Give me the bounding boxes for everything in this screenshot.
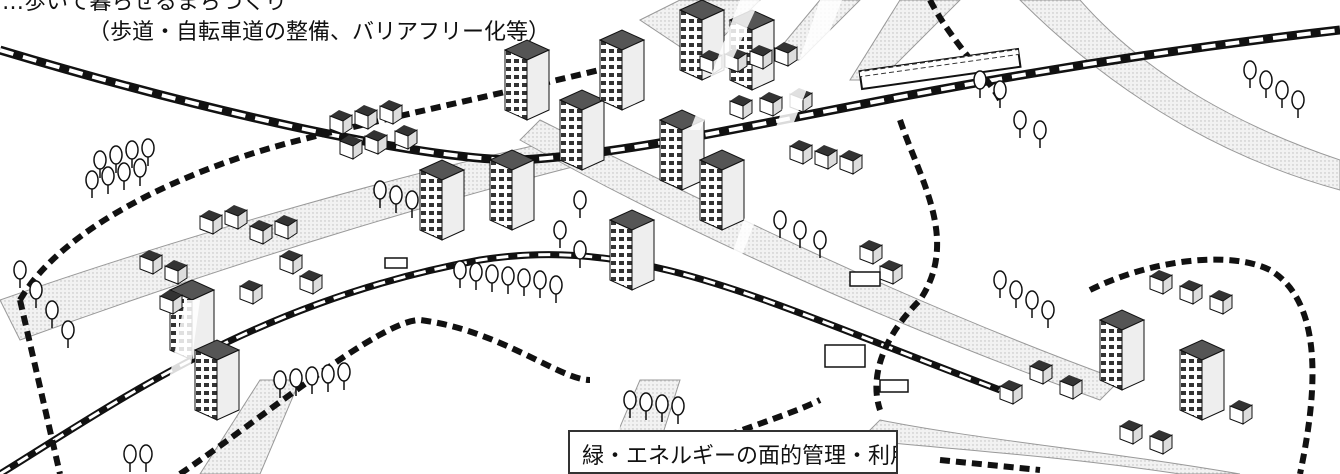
caption-green-energy-management: 緑・エネルギーの面的管理・利用の促進 [568,430,898,474]
railway-track [0,25,1340,474]
train [858,47,1022,91]
caption-sidewalk-improvement: （歩道・自転車道の整備、バリアフリー化等） [88,20,551,45]
vehicles [384,257,909,393]
caption-walkable-city: …歩いて暮らせるまちづくり [2,0,287,15]
highlight-beams [150,0,842,474]
